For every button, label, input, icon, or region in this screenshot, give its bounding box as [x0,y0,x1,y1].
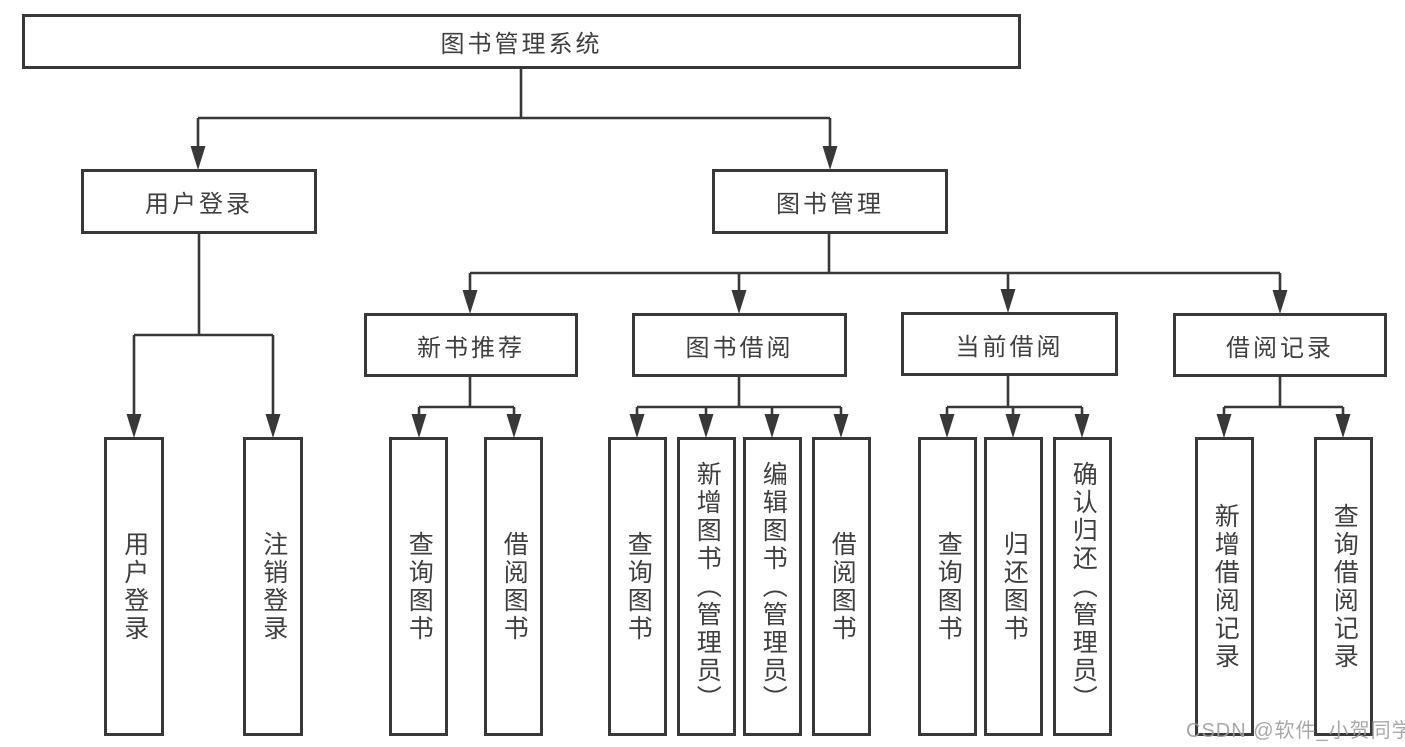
leaf-label: 查询图书 [934,530,963,643]
leaf-label: 归还图书 [1000,530,1029,643]
csdn-watermark: CSDN @软件_小贺同学 [1186,720,1405,742]
leaf-add-books-admin: 新增图书（管理员） [677,437,736,736]
leaf-label: 查询借阅记录 [1330,502,1359,671]
node-borrowing-records: 借阅记录 [1173,313,1387,377]
node-book-management: 图书管理 [712,169,948,234]
node-book-borrowing: 图书借阅 [632,313,847,377]
leaf-label: 查询图书 [624,530,653,643]
leaf-add-borrow-record: 新增借阅记录 [1195,437,1254,736]
node-library-management-system: 图书管理系统 [22,14,1021,69]
leaf-query-borrow-record: 查询借阅记录 [1314,437,1373,736]
leaf-label: 查询图书 [405,530,434,643]
leaf-borrow-books-under-recommendation: 借阅图书 [484,437,543,736]
leaf-confirm-return-admin: 确认归还（管理员） [1053,437,1112,736]
leaf-query-books-under-borrowing: 查询图书 [608,437,667,736]
node-label: 图书管理系统 [440,31,603,58]
leaf-label: 新增图书（管理员） [693,460,722,713]
leaf-return-books: 归还图书 [984,437,1043,736]
node-current-borrowing: 当前借阅 [901,312,1118,376]
leaf-label: 注销登录 [259,530,288,643]
node-label: 用户登录 [145,191,253,218]
arrowhead-group [126,146,1351,438]
leaf-edit-books-admin: 编辑图书（管理员） [743,437,802,736]
node-new-book-recommendation: 新书推荐 [364,313,578,377]
node-label: 图书管理 [776,191,884,218]
leaf-label: 新增借阅记录 [1211,502,1240,671]
node-label: 新书推荐 [417,334,525,362]
leaf-query-books-under-current: 查询图书 [918,437,977,736]
node-label: 借阅记录 [1226,334,1334,362]
leaf-borrow-books-under-borrowing: 借阅图书 [812,437,871,736]
leaf-user-login: 用户登录 [104,437,164,736]
node-label: 当前借阅 [955,333,1064,361]
leaf-label: 借阅图书 [828,530,857,643]
node-user-login: 用户登录 [81,169,317,234]
leaf-query-books-under-recommendation: 查询图书 [389,437,448,736]
leaf-label: 用户登录 [120,530,149,643]
leaf-label: 借阅图书 [500,530,529,643]
leaf-logout: 注销登录 [243,437,303,736]
leaf-label: 编辑图书（管理员） [759,460,788,713]
node-label: 图书借阅 [685,334,794,362]
leaf-label: 确认归还（管理员） [1069,460,1098,713]
